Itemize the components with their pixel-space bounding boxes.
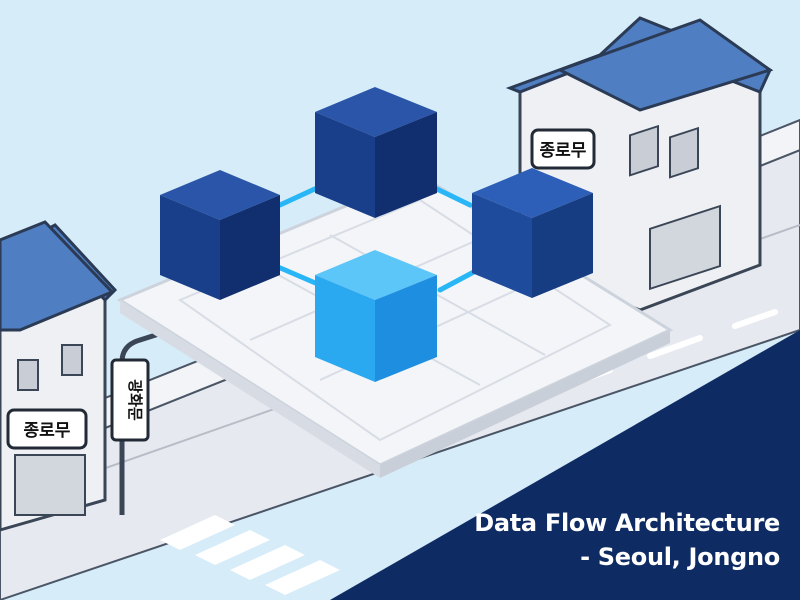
building-left: 종로무 (0, 220, 118, 532)
shop-sign-left-text: 종로무 (24, 421, 71, 441)
shop-sign-right-text: 종로무 (540, 141, 587, 161)
shop-sign-left: 종로무 (6, 408, 88, 450)
building-right: 종로무 (505, 16, 774, 312)
node-left (160, 170, 280, 300)
street-pole: 광화문 (110, 330, 163, 515)
pole-sign-text: 광화문 (126, 379, 144, 421)
caption-subtitle: - Seoul, Jongno (580, 543, 780, 571)
crosswalk (160, 515, 340, 595)
node-top (315, 87, 437, 218)
node-center-highlight (315, 250, 437, 382)
pole-sign (110, 358, 150, 442)
shop-sign-right: 종로무 (530, 128, 596, 170)
node-right (472, 168, 593, 298)
diagram-caption: Data Flow Architecture - Seoul, Jongno (460, 506, 780, 574)
navy-plaza (330, 330, 800, 600)
caption-title: Data Flow Architecture (474, 509, 780, 537)
